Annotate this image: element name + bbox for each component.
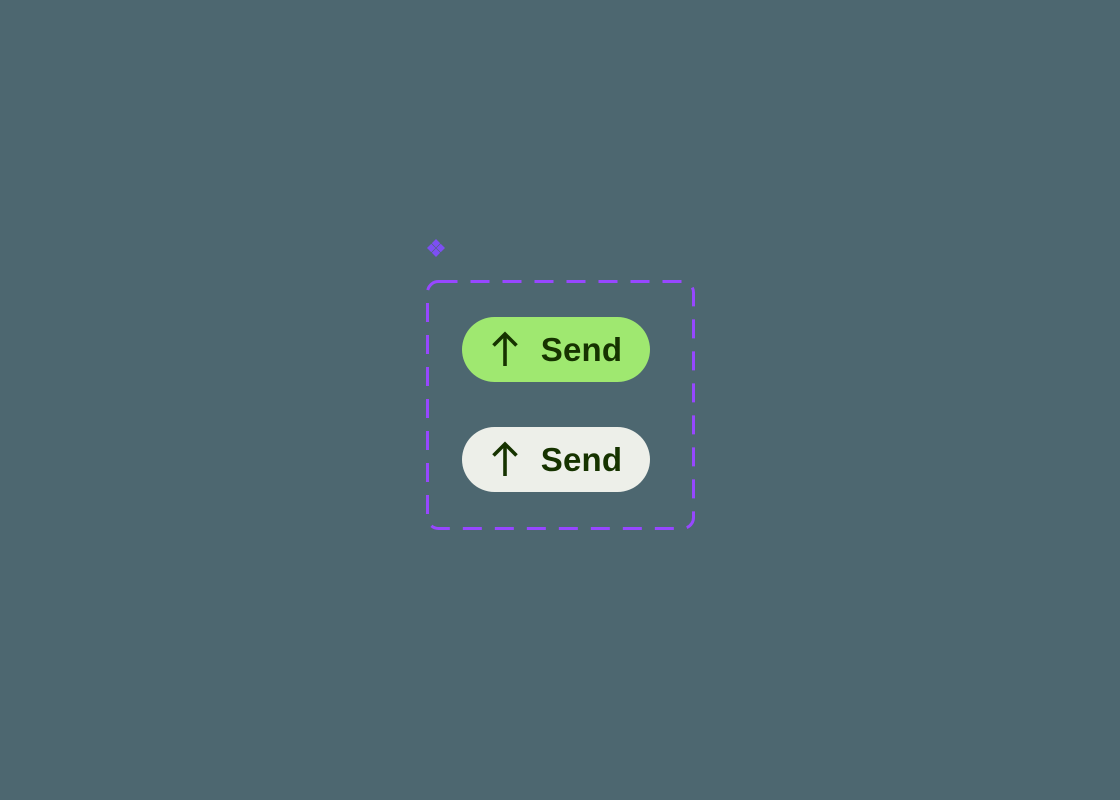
component-set-frame[interactable]: Send Send [426,280,695,530]
arrow-up-icon [491,441,518,476]
send-button-primary[interactable]: Send [462,317,650,382]
component-set-diamond-icon[interactable] [426,238,446,258]
send-button-secondary[interactable]: Send [462,427,650,492]
arrow-up-icon [491,331,518,366]
send-button-label: Send [540,441,623,478]
send-button-label: Send [540,331,623,368]
